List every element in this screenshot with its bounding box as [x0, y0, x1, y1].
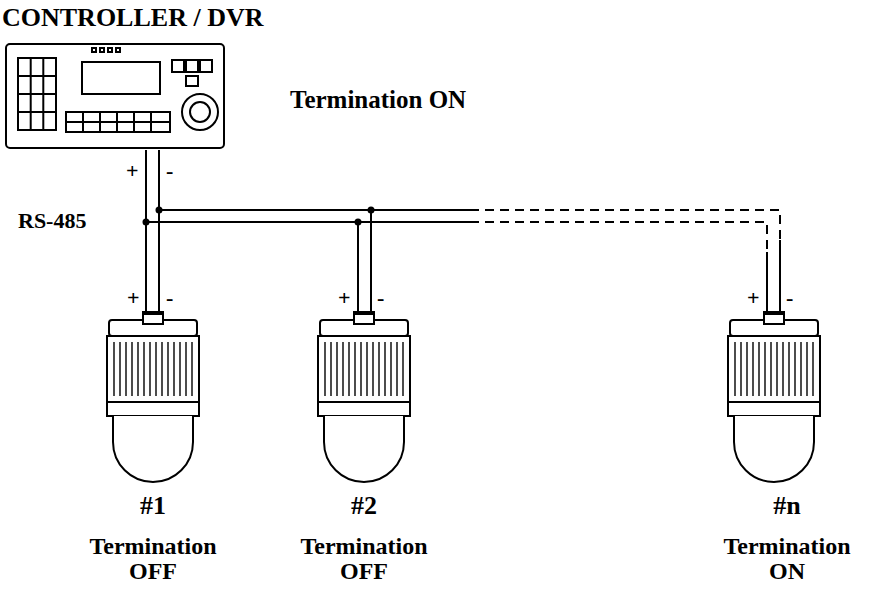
termination-note: Termination ON [290, 86, 466, 114]
pin-polarity: + [127, 287, 140, 309]
termination-note: Termination OFF [78, 534, 228, 584]
wire [779, 240, 781, 312]
camera-node: #2Termination OFF [284, 312, 444, 594]
camera-node: #nTermination ON [708, 312, 866, 594]
pin-polarity: - [786, 287, 793, 309]
rs485-connector [146, 150, 375, 312]
device-title: CONTROLLER / DVR [2, 4, 263, 33]
bus-name: RS-485 [18, 210, 86, 232]
pin-polarity: + [747, 287, 760, 309]
rs485-connector [146, 150, 780, 312]
pin-polarity: + [338, 287, 351, 309]
termination-note: Termination OFF [289, 534, 439, 584]
wire [470, 210, 780, 240]
camera-drawing [318, 312, 410, 482]
camera-drawing [107, 312, 199, 482]
wire [159, 150, 371, 312]
camera-number: #2 [351, 492, 377, 521]
controller-drawing [6, 44, 224, 148]
wire [766, 252, 768, 312]
wire [146, 150, 470, 222]
camera-number: #n [773, 492, 800, 521]
camera-drawing [728, 312, 820, 482]
pin-polarity: - [166, 287, 173, 309]
termination-note: Termination ON [712, 534, 862, 584]
wire [146, 150, 358, 312]
wire [159, 150, 470, 210]
camera-node: #1Termination OFF [73, 312, 233, 594]
pin-polarity: - [377, 287, 384, 309]
camera-number: #1 [140, 492, 166, 521]
wire [470, 222, 767, 252]
pin-polarity: - [166, 160, 173, 182]
controller-node: CONTROLLER / DVR Termination ON [0, 0, 580, 150]
pin-polarity: + [126, 160, 139, 182]
